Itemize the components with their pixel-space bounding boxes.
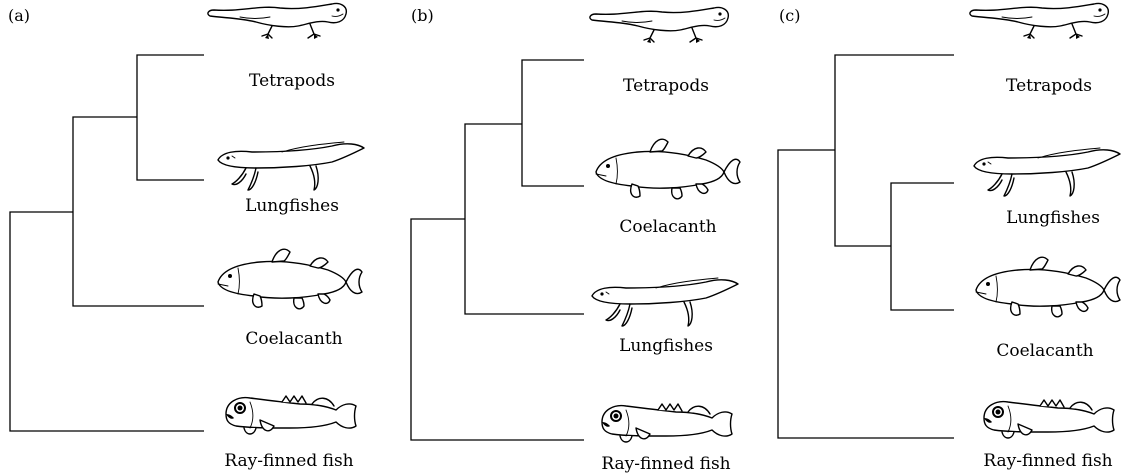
taxon-coelacanth: Coelacanth (976, 257, 1120, 361)
taxon-lungfishes: Lungfishes (592, 278, 738, 356)
taxon-label: Ray-finned fish (983, 451, 1112, 471)
salamander-icon (970, 3, 1108, 39)
ray-finned-fish-icon (226, 396, 356, 434)
panel-c: (c) Tetrapods Lungfishes Coelacanth Ray-… (778, 3, 1120, 471)
lungfish-icon (974, 148, 1120, 196)
lungfish-icon (592, 278, 738, 326)
taxon-ray-finned-fish: Ray-finned fish (601, 404, 732, 473)
taxon-label: Tetrapods (623, 76, 709, 96)
coelacanth-icon (218, 249, 362, 309)
ray-finned-fish-icon (984, 400, 1114, 438)
panel-label: (b) (411, 6, 434, 25)
salamander-icon (208, 3, 346, 39)
ray-finned-fish-icon (602, 404, 732, 442)
taxon-label: Coelacanth (245, 329, 342, 349)
taxon-lungfishes: Lungfishes (218, 142, 364, 216)
taxon-label: Tetrapods (249, 71, 335, 91)
taxon-coelacanth: Coelacanth (218, 249, 362, 349)
panel-a: (a) Tetrapods Lungfishes Coelacanth Ray-… (8, 3, 364, 471)
taxon-label: Ray-finned fish (601, 454, 730, 473)
taxon-label: Tetrapods (1006, 76, 1092, 96)
panel-b: (b) Tetrapods Coelacanth Lungfishes Ray-… (411, 6, 740, 473)
coelacanth-icon (976, 257, 1120, 317)
panel-label: (a) (8, 6, 30, 25)
taxon-ray-finned-fish: Ray-finned fish (983, 400, 1114, 471)
tree-c (778, 55, 954, 438)
taxon-label: Lungfishes (245, 196, 339, 216)
taxon-coelacanth: Coelacanth (596, 139, 740, 237)
taxon-label: Lungfishes (619, 336, 713, 356)
panel-label: (c) (779, 6, 800, 25)
tree-b (411, 60, 584, 440)
taxon-tetrapods: Tetrapods (208, 3, 346, 91)
taxon-label: Ray-finned fish (224, 451, 353, 471)
taxon-label: Lungfishes (1006, 208, 1100, 228)
salamander-icon (590, 7, 728, 43)
taxon-tetrapods: Tetrapods (970, 3, 1108, 96)
taxon-ray-finned-fish: Ray-finned fish (224, 396, 356, 471)
coelacanth-icon (596, 139, 740, 199)
tree-a (10, 55, 204, 431)
taxon-lungfishes: Lungfishes (974, 148, 1120, 228)
taxon-label: Coelacanth (996, 341, 1093, 361)
lungfish-icon (218, 142, 364, 190)
taxon-tetrapods: Tetrapods (590, 7, 728, 96)
taxon-label: Coelacanth (619, 217, 716, 237)
